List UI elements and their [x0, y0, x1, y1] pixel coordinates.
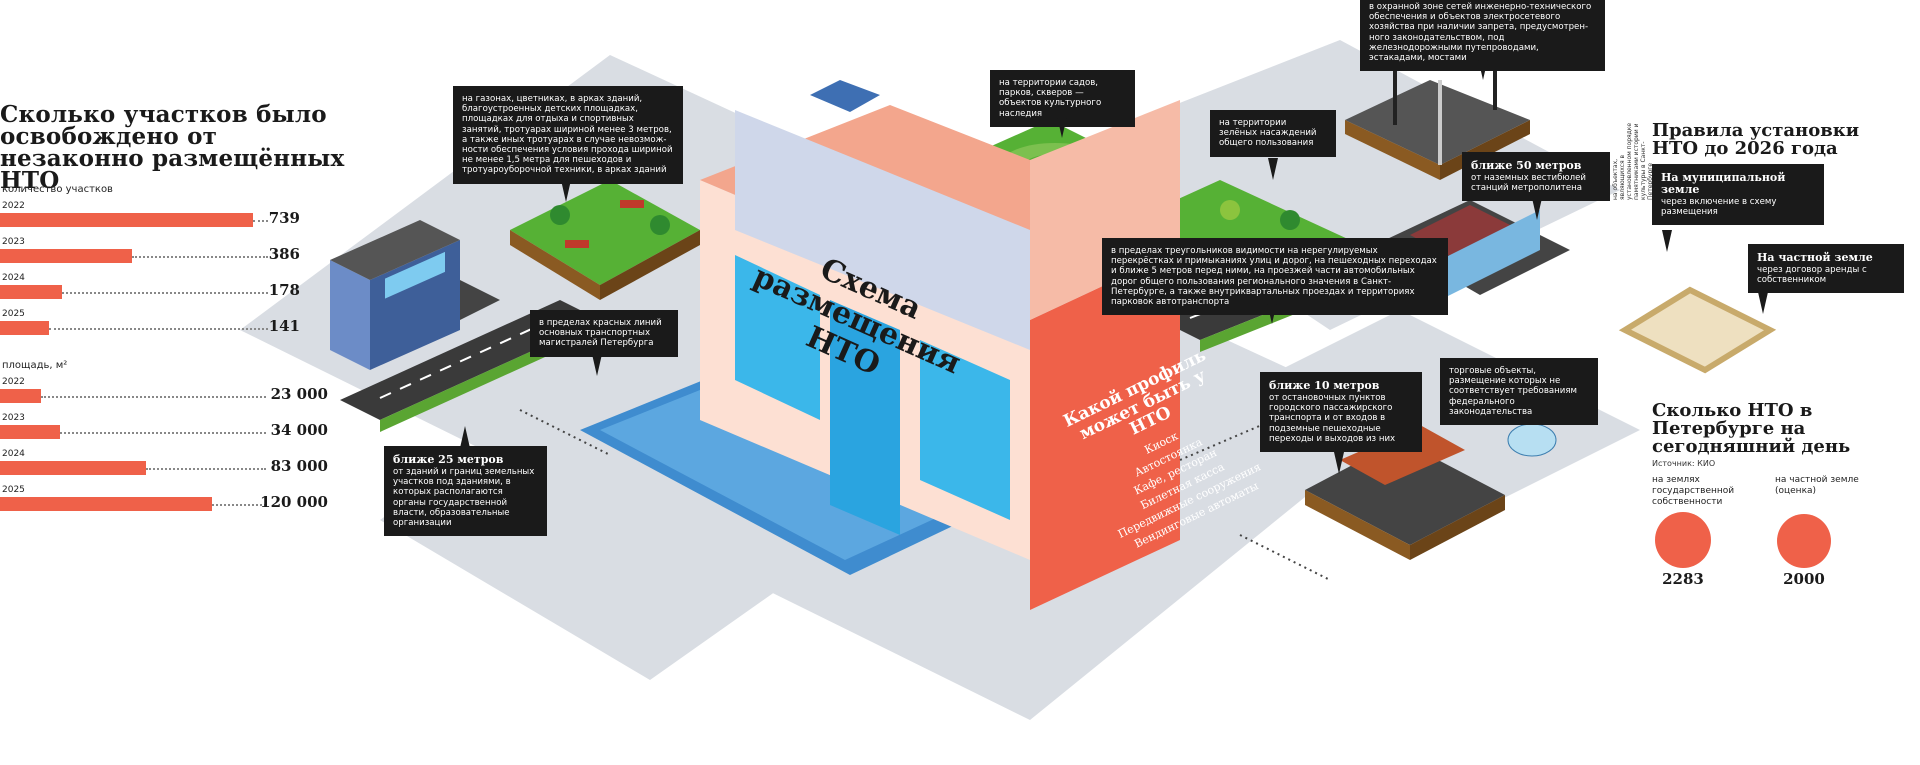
private-land-label: на частной земле (оценка) [1775, 475, 1859, 496]
count-bar [0, 249, 132, 263]
leader-dots [60, 432, 266, 434]
note-10m: ближе 10 метров от остановочных пунктов … [1260, 372, 1422, 453]
count-year: 2023 [2, 237, 25, 247]
note-metro: ближе 50 метров от наземных вестибюлей с… [1462, 152, 1610, 202]
note-pointer [561, 180, 571, 202]
note-pointer [1268, 158, 1278, 180]
area-year: 2022 [2, 377, 25, 387]
area-value: 34 000 [270, 421, 328, 439]
leader-dots [212, 504, 266, 506]
area-bar [0, 389, 41, 403]
note-metro-title: ближе 50 метров [1471, 159, 1582, 172]
note-lawns: на газонах, цветниках, в арках зданий, б… [453, 86, 683, 184]
note-pointer [1478, 58, 1488, 80]
rule-municipal-text: через включение в схему размещения [1661, 197, 1777, 218]
note-metro-text: от наземных вестибюлей станций метрополи… [1471, 173, 1587, 194]
leader-dots [41, 396, 266, 398]
vertical-note: на объектах, являющихся в установленном … [1612, 122, 1654, 200]
note-pointer [1057, 116, 1067, 138]
note-25m-text: от зданий и границ земельных участков по… [393, 467, 535, 529]
rule-private: На частной земле через договор аренды с … [1748, 244, 1904, 294]
area-bar [0, 497, 212, 511]
note-pointer [460, 426, 470, 448]
area-bar [0, 425, 60, 439]
area-year: 2024 [2, 449, 25, 459]
count-value: 739 [268, 209, 300, 227]
note-trade: торговые объекты, размещение которых не … [1440, 358, 1598, 426]
private-land-circle [1777, 514, 1831, 568]
count-bar [0, 285, 62, 299]
note-25m-title: ближе 25 метров [393, 453, 504, 466]
leader-dots [146, 468, 266, 470]
rule-private-text: через договор аренды с собственником [1757, 265, 1867, 286]
nto-count-title: Сколько НТО в Петербурге на сегодняшний … [1652, 400, 1851, 457]
count-bar [0, 213, 253, 227]
note-green-areas: на территории зелёных насаждений общего … [1210, 110, 1336, 157]
count-year: 2022 [2, 201, 25, 211]
state-land-label: на землях государственной собственности [1652, 475, 1735, 507]
count-value: 386 [268, 245, 300, 263]
note-pointer [1267, 302, 1277, 324]
area-value: 120 000 [260, 493, 328, 511]
rules-title: Правила установки НТО до 2026 года [1652, 120, 1860, 159]
area-label: площадь, м² [2, 360, 68, 371]
rule-municipal: На муниципальной земле через включение в… [1652, 164, 1824, 226]
leader-dots [132, 256, 268, 258]
note-red-lines: в пределах красных линий основных трансп… [530, 310, 678, 357]
count-value: 141 [268, 317, 300, 335]
note-pointer [1532, 198, 1542, 220]
kiosk-building [580, 80, 1180, 610]
rule-private-title: На частной земле [1757, 251, 1873, 264]
area-bar [0, 461, 146, 475]
private-land-value: 2000 [1783, 570, 1825, 588]
note-10m-text: от остановочных пунктов городского пасса… [1269, 393, 1396, 444]
leader-dots [49, 328, 268, 330]
count-bar [0, 321, 49, 335]
note-10m-title: ближе 10 метров [1269, 379, 1380, 392]
count-year: 2024 [2, 273, 25, 283]
note-pointer [1758, 292, 1768, 314]
street-lamp-area [1345, 80, 1530, 165]
area-value: 23 000 [270, 385, 328, 403]
state-land-circle [1655, 512, 1711, 568]
state-land-value: 2283 [1662, 570, 1704, 588]
count-value: 178 [268, 281, 300, 299]
note-pointer [592, 354, 602, 376]
count-label: количество участков [2, 184, 113, 195]
private-land-fence [1618, 286, 1777, 374]
leader-dots [62, 292, 268, 294]
note-pointer [1334, 452, 1344, 474]
note-pointer [1662, 230, 1672, 252]
source-label: Источник: КИО [1652, 459, 1716, 468]
note-25m: ближе 25 метров от зданий и границ земел… [384, 446, 547, 537]
rule-municipal-title: На муниципальной земле [1661, 171, 1786, 196]
leader-dots [253, 220, 268, 222]
area-value: 83 000 [270, 457, 328, 475]
cleared-plots-title: Сколько участков было освобождено от нез… [0, 101, 345, 194]
area-year: 2023 [2, 413, 25, 423]
count-year: 2025 [2, 309, 25, 319]
area-year: 2025 [2, 485, 25, 495]
